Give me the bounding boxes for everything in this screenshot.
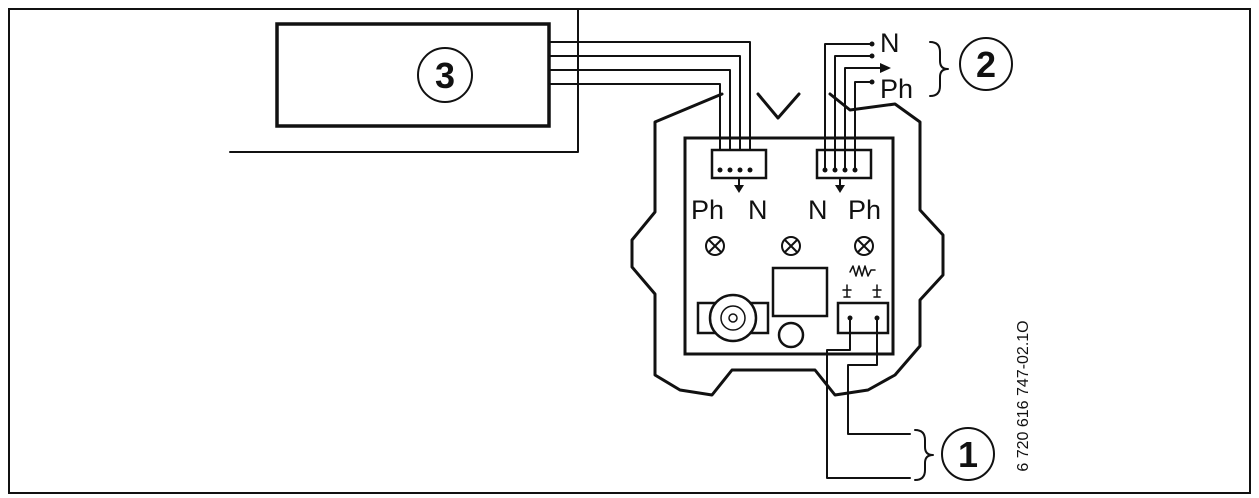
callout-1-circle: [941, 427, 995, 481]
supply-wires: N Ph 2: [824, 28, 1013, 171]
terminal-right-neutral-label: N: [808, 195, 828, 225]
ground-icon: [734, 185, 744, 193]
lamp-icon: [705, 236, 725, 256]
callout-3-circle: [417, 47, 473, 103]
terminal-left-phase-label: Ph: [691, 195, 724, 225]
figure-code: 6 720 616 747-02.1O: [1015, 320, 1032, 471]
sensor-terminal: [836, 301, 890, 335]
callout-3-label: 3: [435, 55, 455, 96]
resistor-icon: [849, 265, 876, 277]
device-housing: [630, 92, 945, 397]
callout-2-label: 2: [976, 44, 996, 85]
arrow-icon: [880, 63, 891, 73]
circuit-board: [683, 136, 895, 356]
callout-1-label: 1: [958, 434, 978, 475]
lamp-icon: [854, 236, 874, 256]
lamp-icon: [781, 236, 801, 256]
brace-2: [929, 41, 949, 97]
supply-phase-label: Ph: [880, 74, 913, 104]
supply-neutral-label: N: [880, 28, 900, 58]
ground-icon: [872, 284, 882, 298]
brace-1: [914, 429, 934, 481]
ground-icon: [842, 284, 852, 298]
terminal-right-phase-label: Ph: [848, 195, 881, 225]
board-components: [696, 265, 890, 349]
round-component: [777, 321, 805, 349]
callout-2-circle: [959, 37, 1013, 91]
component-3-box: [275, 22, 551, 128]
figure-frame: [8, 8, 1251, 494]
ground-icon: [835, 185, 845, 193]
terminal-block-left: Ph N: [691, 148, 768, 225]
indicator-lamps: [705, 236, 874, 256]
component-3-enclosure: 3: [229, 8, 579, 153]
terminal-left-neutral-label: N: [748, 195, 768, 225]
relay-component: [771, 266, 829, 318]
sensor-wires: 1: [826, 317, 995, 481]
